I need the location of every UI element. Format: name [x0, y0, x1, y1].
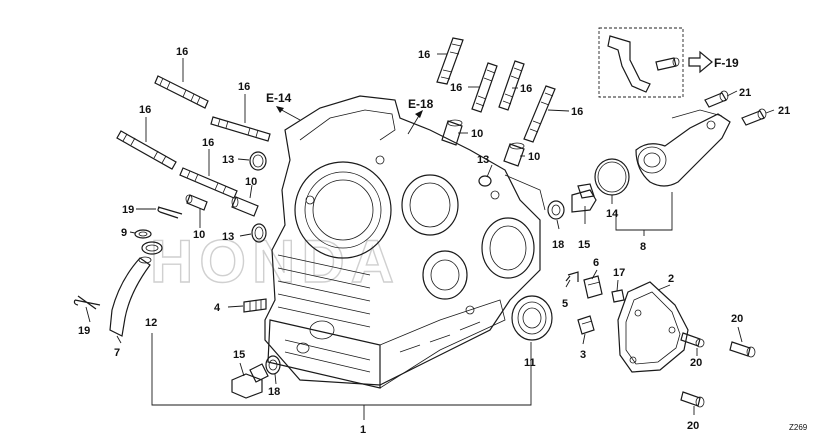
callout-18: 18 — [268, 386, 280, 398]
callout-16: 16 — [238, 81, 250, 93]
grommet-12[interactable] — [141, 241, 163, 255]
callout-13: 13 — [222, 154, 234, 166]
callout-16: 16 — [418, 49, 430, 61]
bracket-5[interactable] — [565, 271, 579, 282]
callout-11: 11 — [524, 357, 536, 369]
bolt-20-b[interactable] — [680, 332, 705, 348]
filler-housing[interactable] — [635, 109, 731, 187]
callout-16: 16 — [139, 104, 151, 116]
ref-label-e14[interactable]: E-14 — [266, 91, 292, 105]
callout-13: 13 — [477, 154, 489, 166]
callout-21: 21 — [739, 87, 751, 99]
o-ring-large[interactable] — [594, 158, 630, 196]
callout-20: 20 — [687, 420, 699, 432]
callout-20: 20 — [690, 357, 702, 369]
callout-14: 14 — [606, 208, 619, 220]
arrow-e18-line — [407, 113, 421, 135]
dowel-pin-1[interactable] — [185, 194, 208, 211]
stud-bolt-5[interactable] — [436, 37, 464, 85]
side-cover[interactable] — [617, 281, 689, 373]
callout-15: 15 — [578, 239, 590, 251]
arrow-e18-head — [415, 110, 423, 118]
dowel-pin-2[interactable] — [231, 196, 259, 217]
stud-bolt-2[interactable] — [210, 116, 271, 142]
arrow-e14-head — [276, 106, 284, 113]
clamp-6[interactable] — [583, 275, 603, 299]
breather-tube[interactable] — [109, 256, 152, 337]
stud-bolt-3[interactable] — [116, 130, 177, 170]
bolt-21-lower[interactable] — [741, 108, 767, 126]
o-ring-1[interactable] — [249, 151, 267, 171]
dowel-pin-3[interactable] — [441, 119, 463, 146]
callout-1: 1 — [360, 424, 366, 436]
callout-12: 12 — [145, 317, 157, 329]
stud-bolt-6[interactable] — [471, 62, 498, 113]
bolt-20-c[interactable] — [680, 391, 705, 408]
o-ring-3[interactable] — [478, 175, 492, 187]
stud-bolt-8[interactable] — [523, 85, 556, 143]
callout-10: 10 — [471, 128, 483, 140]
callout-2: 2 — [668, 273, 674, 285]
callout-8: 8 — [640, 241, 646, 253]
clip-lower[interactable] — [73, 295, 101, 310]
callout-10: 10 — [193, 229, 205, 241]
stud-4[interactable] — [243, 298, 267, 313]
inset-f19-box — [598, 27, 684, 98]
bolt-17[interactable] — [611, 289, 625, 303]
callout-9: 9 — [121, 227, 127, 239]
bolt-21-upper[interactable] — [704, 90, 729, 108]
stud-bolt-1[interactable] — [154, 75, 209, 109]
leader-lines — [85, 53, 775, 420]
callout-labels: 16 16 16 16 16 16 16 16 10 10 10 10 13 1… — [78, 46, 790, 436]
sensor-3[interactable] — [577, 315, 595, 335]
callout-21: 21 — [778, 105, 790, 117]
stud-bolt-4[interactable] — [179, 167, 238, 199]
callout-19: 19 — [78, 325, 90, 337]
callout-17: 17 — [613, 267, 625, 279]
callout-10: 10 — [245, 176, 257, 188]
bolt-20-a[interactable] — [729, 341, 756, 358]
bolt-right[interactable] — [571, 183, 597, 213]
callout-18: 18 — [552, 239, 564, 251]
callout-10: 10 — [528, 151, 540, 163]
callout-3: 3 — [580, 349, 586, 361]
callout-15: 15 — [233, 349, 245, 361]
dowel-pin-4[interactable] — [503, 142, 525, 167]
callout-6: 6 — [593, 257, 599, 269]
stud-bolt-7[interactable] — [498, 60, 525, 111]
washer-bottom[interactable] — [265, 355, 281, 375]
washer-9[interactable] — [134, 229, 152, 239]
arrow-f19[interactable] — [688, 50, 713, 74]
callout-20: 20 — [731, 313, 743, 325]
callout-16: 16 — [520, 83, 532, 95]
callout-16: 16 — [176, 46, 188, 58]
o-ring-2[interactable] — [251, 223, 267, 243]
callout-19: 19 — [122, 204, 134, 216]
crankcase-body[interactable] — [264, 95, 546, 389]
oil-seal[interactable] — [511, 295, 553, 341]
callout-7: 7 — [114, 347, 120, 359]
callout-16: 16 — [202, 137, 214, 149]
washer-right[interactable] — [547, 200, 565, 220]
diagram-code: Z269 — [789, 423, 808, 432]
callout-16: 16 — [450, 82, 462, 94]
callout-4: 4 — [214, 302, 221, 314]
callout-5: 5 — [562, 298, 568, 310]
callout-16: 16 — [571, 106, 583, 118]
callout-13: 13 — [222, 231, 234, 243]
watermark: HONDA — [150, 228, 400, 295]
clip-upper[interactable] — [157, 206, 183, 219]
ref-label-f19[interactable]: F-19 — [714, 56, 739, 70]
drain-bolt-bottom[interactable] — [231, 363, 269, 399]
ref-label-e18[interactable]: E-18 — [408, 97, 434, 111]
